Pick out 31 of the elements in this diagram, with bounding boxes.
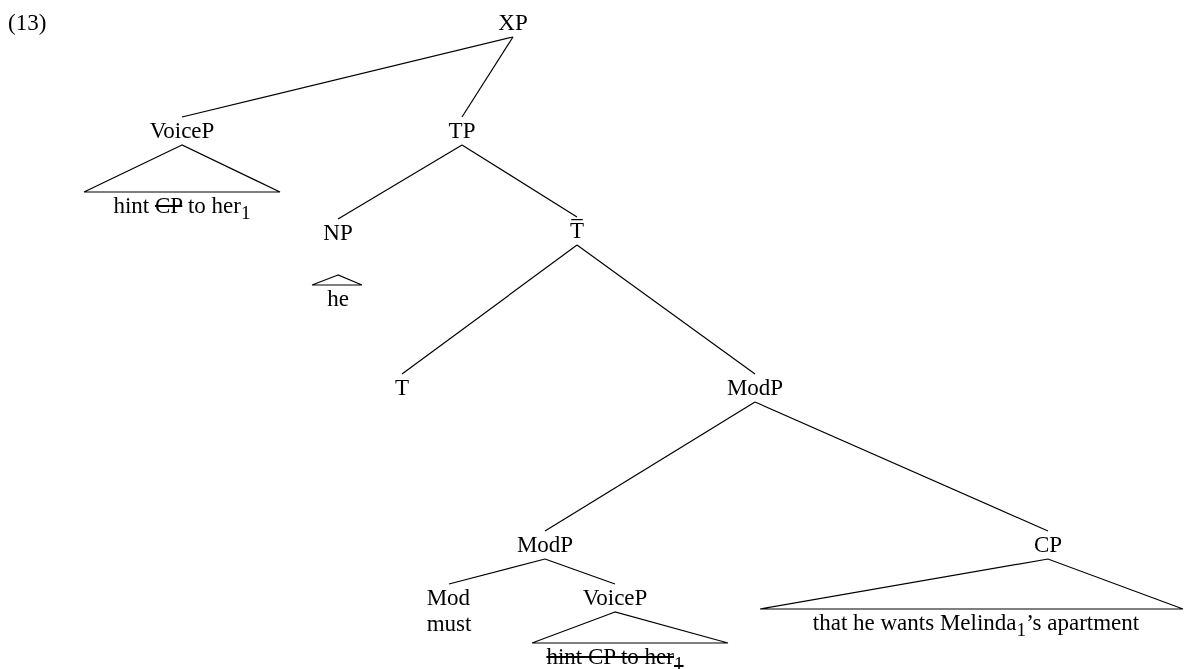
tree-node-label: hint CP to her$_{1}$ xyxy=(546,644,684,669)
triangle-branch xyxy=(531,611,729,644)
tree-node-label: VoiceP xyxy=(149,118,215,144)
tree-branch xyxy=(181,36,514,118)
triangle-branch xyxy=(311,274,363,286)
tree-node-label: TP xyxy=(448,118,476,144)
tree-node-label: XP xyxy=(498,10,528,36)
triangle-branch xyxy=(83,144,281,193)
word-label: must xyxy=(426,611,472,637)
tree-branch xyxy=(576,244,756,375)
tree-node-label: CP xyxy=(1033,532,1063,558)
tree-branch xyxy=(461,36,514,118)
example-number: (13) xyxy=(8,10,47,36)
triangle-branch xyxy=(759,558,1184,610)
tree-node-label: ModP xyxy=(726,375,784,401)
tree-branch xyxy=(401,244,578,375)
tree-node-label: he xyxy=(327,286,349,312)
tree-node-label: Mod xyxy=(426,585,472,611)
tree-branch xyxy=(544,401,756,532)
tree-node-label: T xyxy=(394,375,410,401)
tree-branch xyxy=(544,558,616,585)
tree-node-label: that he wants Melinda$_{1}$’s apartment xyxy=(812,610,1140,643)
tree-node-label: VoiceP xyxy=(582,585,648,611)
tree-branch xyxy=(448,558,546,585)
tree-node-label: ModP xyxy=(516,532,574,558)
tree-branch xyxy=(461,144,578,218)
tree-node-label: T̅ xyxy=(569,218,585,244)
tree-branch xyxy=(337,144,463,220)
tree-node-label: NP xyxy=(323,220,353,246)
tree-node-label: hint CP to her$_{1}$ xyxy=(113,193,251,226)
tree-branch xyxy=(754,401,1049,532)
